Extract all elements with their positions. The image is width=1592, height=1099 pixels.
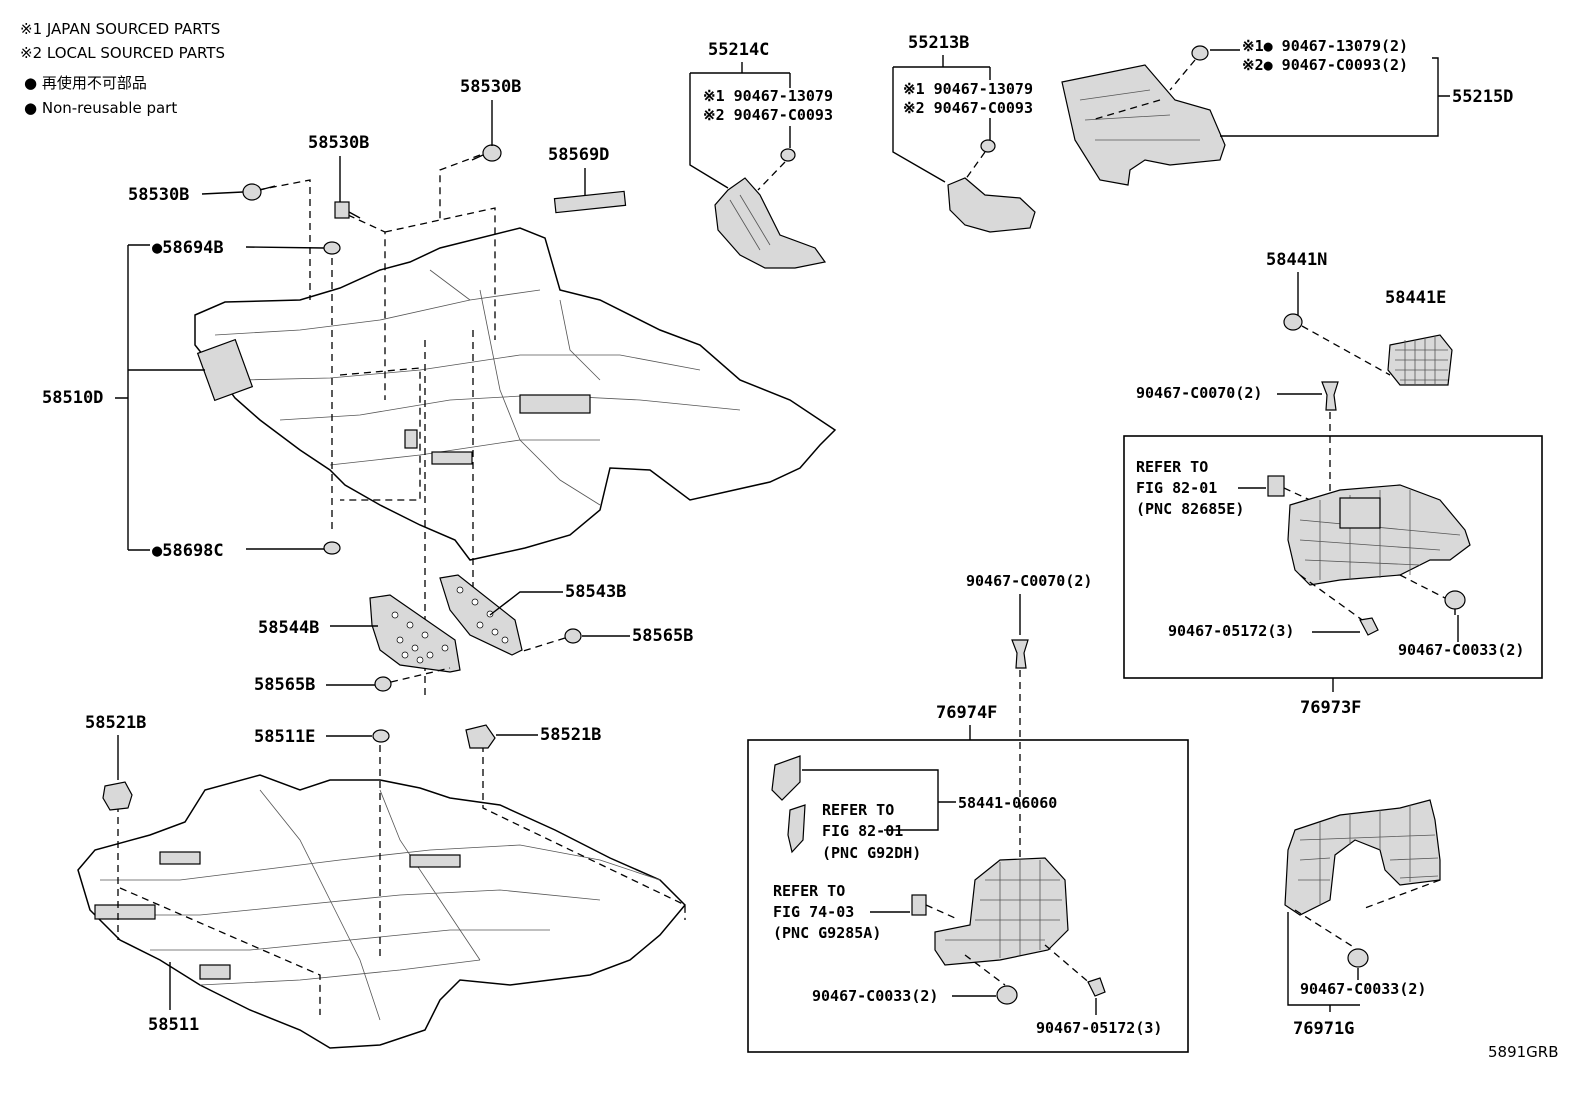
label-58530B-mid: 58530B [308,133,369,153]
label-58511: 58511 [148,1015,199,1035]
label-58510D: 58510D [42,388,103,408]
refer1-line2: FIG 82-01 [1136,479,1217,497]
clip-58530B-mid [334,201,361,219]
label-90467-C0033-upper: 90467-C0033(2) [1398,641,1524,659]
label-58569D: 58569D [548,145,609,165]
clip-55213B [980,139,996,153]
note-55215D-1: ※1● 90467-13079(2) [1242,37,1408,55]
label-58511E: 58511E [254,727,315,747]
label-90467-C0070-upper: 90467-C0070(2) [1136,384,1262,402]
clip-58530B-left [242,183,276,201]
clip-58530B-top [471,144,502,162]
note-55213B-1: ※1 90467-13079 [903,80,1033,98]
label-90467-C0033-lower: 90467-C0033(2) [812,987,938,1005]
clip-90467-C0033-upper [1444,590,1466,615]
refer2-line2: FIG 82-01 [822,822,903,840]
note-55215D-2: ※2● 90467-C0093(2) [1242,56,1408,74]
ref-part-G92DH [771,755,806,854]
note-japan-sourced: ※1 JAPAN SOURCED PARTS [20,20,220,38]
note-55213B-2: ※2 90467-C0093 [903,99,1033,117]
floor-silencer-58511 [77,774,687,1049]
label-58521B-left: 58521B [85,713,146,733]
label-90467-05172-upper: 90467-05172(3) [1168,622,1294,640]
diagram-id: 5891GRB [1488,1043,1559,1061]
clip-58565B-left [374,676,392,692]
note-55214C-2: ※2 90467-C0093 [703,106,833,124]
clip-55214C [780,148,796,162]
label-58694B: ●58694B [152,238,224,258]
clip-90467-C0033-lower [996,985,1018,1005]
ref-part-82685E [1267,475,1285,497]
refer1-line1: REFER TO [1136,458,1208,476]
label-58565B-right: 58565B [632,626,693,646]
note-local-sourced: ※2 LOCAL SOURCED PARTS [20,44,225,62]
clip-90467-C0070-upper [1321,381,1339,411]
clip-90467-C0070-lower [1011,639,1029,669]
label-58530B-left: 58530B [128,185,189,205]
grille-58441E [1387,334,1453,386]
heel-pad-58543B [439,574,523,656]
label-76974F: 76974F [936,703,997,723]
label-55215D: 55215D [1452,87,1513,107]
label-58698C: ●58698C [152,541,224,561]
trim-76974F [934,857,1069,966]
trim-76973F [1287,484,1471,586]
label-58441E: 58441E [1385,288,1446,308]
floor-carpet-58510D [194,227,837,561]
clip-58511E [372,729,390,743]
label-90467-05172-lower: 90467-05172(3) [1036,1019,1162,1037]
clip-58694B [323,241,341,255]
clip-55215D-top [1191,45,1209,61]
label-76971G: 76971G [1293,1019,1354,1039]
label-58530B-top: 58530B [460,77,521,97]
clip-58698C [323,541,341,555]
refer3-line3: (PNC G9285A) [773,924,881,942]
label-90467-C0033-right: 90467-C0033(2) [1300,980,1426,998]
clip-58441N [1283,313,1303,331]
refer1-line3: (PNC 82685E) [1136,500,1244,518]
label-90467-C0070-lower: 90467-C0070(2) [966,572,1092,590]
refer3-line2: FIG 74-03 [773,903,854,921]
clip-90467-C0033-right [1347,948,1369,968]
clip-58565B-right [564,628,582,644]
label-58544B: 58544B [258,618,319,638]
note-nonreusable-en: ● Non-reusable part [24,99,177,117]
label-55214C: 55214C [708,40,769,60]
label-58441N: 58441N [1266,250,1327,270]
clip-90467-05172-upper [1359,617,1379,636]
scuff-55215D [1061,64,1226,186]
scuff-55213B [947,177,1036,233]
strip-58569D [553,190,627,214]
label-58543B: 58543B [565,582,626,602]
clip-90467-05172-lower [1087,977,1106,997]
note-nonreusable-jp: ● 再使用不可部品 [24,74,147,92]
box-76974F [747,739,1189,1053]
ref-part-G9285A [911,894,927,916]
label-58441-06060: 58441-06060 [958,794,1057,812]
refer3-line1: REFER TO [773,882,845,900]
label-58521B-right: 58521B [540,725,601,745]
clip-58521B-left [102,781,133,811]
label-55213B: 55213B [908,33,969,53]
note-55214C-1: ※1 90467-13079 [703,87,833,105]
refer2-line3: (PNC G92DH) [822,844,921,862]
scuff-55214C [714,177,827,269]
label-76973F: 76973F [1300,698,1361,718]
label-58565B-left: 58565B [254,675,315,695]
heel-pad-58544B [369,594,461,673]
trim-76971G [1284,799,1441,916]
refer2-line1: REFER TO [822,801,894,819]
clip-58521B-right [465,724,496,749]
